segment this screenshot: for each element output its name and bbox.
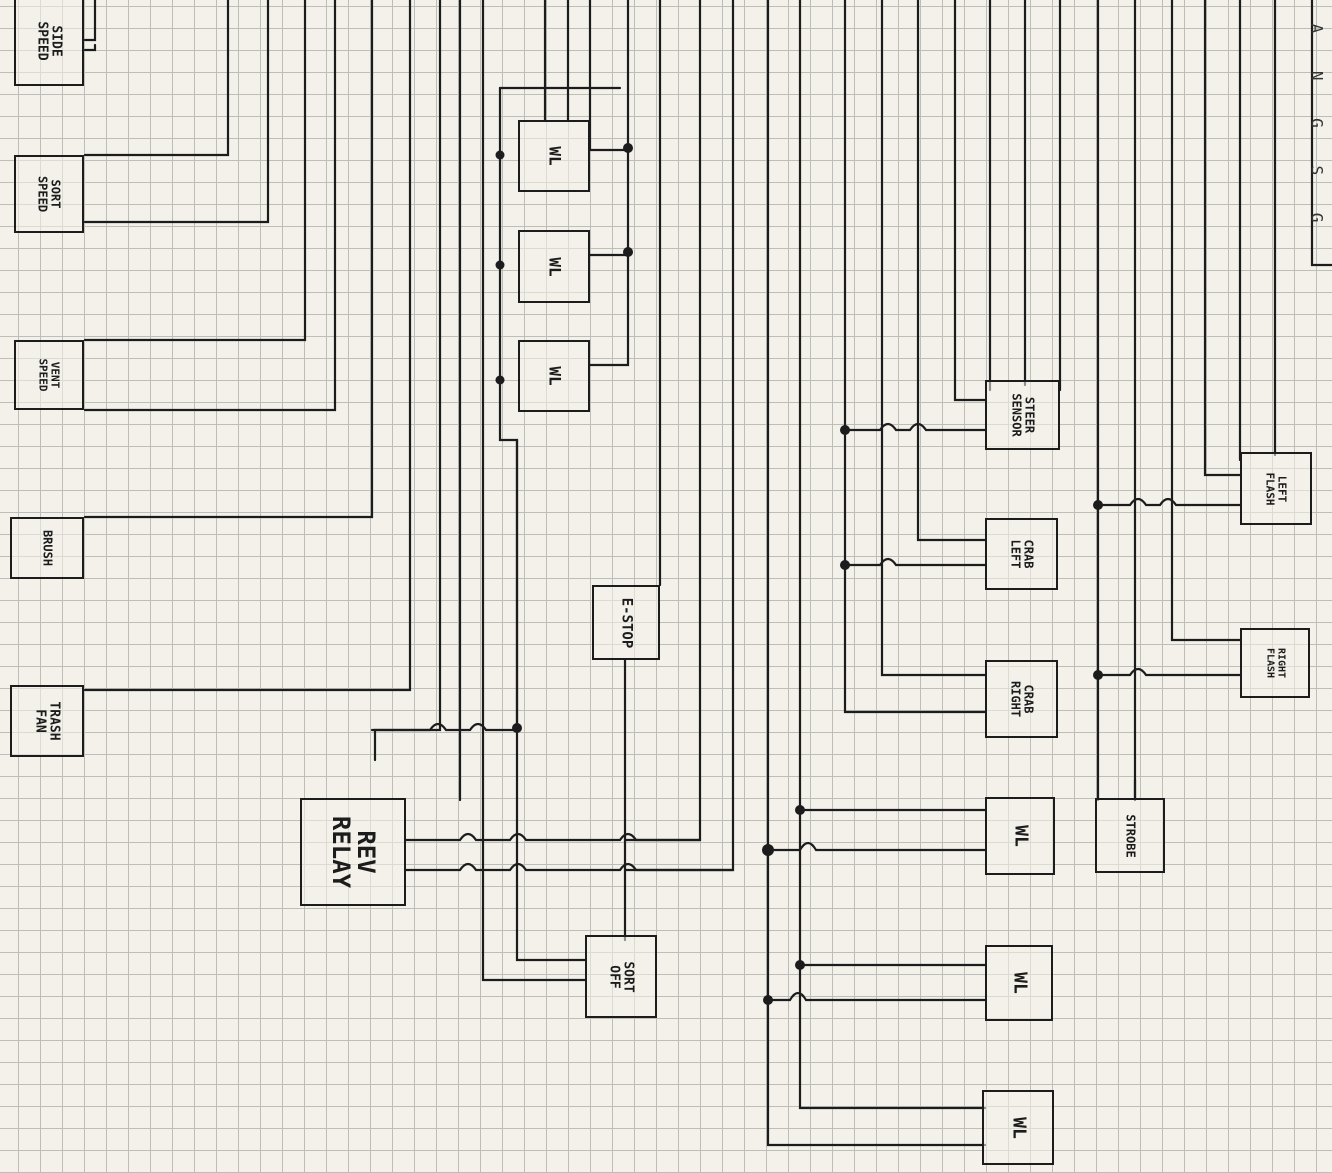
wl-bottom-2-label: WL (1009, 972, 1031, 994)
wl-bottom-1-box: WL (985, 797, 1055, 875)
crab-left-label: CRAB LEFT (1008, 539, 1036, 569)
corner-marks: A N G S G (1302, 0, 1332, 260)
steer-sensor-label: STEER SENSOR (1009, 393, 1037, 437)
sort-speed-label: SORT SPEED (36, 175, 63, 213)
wl-top-3-label: WL (545, 366, 565, 386)
vent-speed-label: VENT SPEED (37, 358, 62, 392)
side-speed-box: SIDE SPEED (14, 0, 84, 86)
e-stop-label: E-STOP (618, 597, 635, 648)
wl-top-1-label: WL (545, 146, 565, 166)
left-flash-box: LEFT FLASH (1240, 452, 1312, 525)
wl-top-2-label: WL (545, 256, 565, 277)
sort-speed-box: SORT SPEED (14, 155, 84, 233)
trash-fan-box: TRASH FAN (10, 685, 84, 757)
wl-bottom-2-box: WL (985, 945, 1053, 1021)
corner-marks-text: A N G S G (1307, 23, 1327, 237)
sort-off-box: SORT OFF (585, 935, 657, 1018)
rev-relay-label: REV RELAY (327, 815, 381, 889)
wl-top-2-box: WL (518, 230, 590, 303)
wl-bottom-1-label: WL (1010, 825, 1032, 847)
steer-sensor-box: STEER SENSOR (985, 380, 1060, 450)
trash-fan-label: TRASH FAN (33, 701, 62, 741)
brush-box: BRUSH (10, 517, 84, 579)
right-flash-box: RIGHT FLASH (1240, 628, 1310, 698)
right-flash-label: RIGHT FLASH (1265, 647, 1287, 679)
e-stop-box: E-STOP (592, 585, 660, 660)
left-flash-label: LEFT FLASH (1264, 471, 1289, 506)
strobe-label: STROBE (1123, 813, 1138, 858)
side-speed-label: SIDE SPEED (35, 21, 64, 61)
wl-top-3-box: WL (518, 340, 590, 412)
sort-off-label: SORT OFF (607, 960, 636, 993)
crab-right-label: CRAB RIGHT (1008, 680, 1036, 718)
wl-bottom-3-label: WL (1008, 1116, 1030, 1139)
rev-relay-box: REV RELAY (300, 798, 406, 906)
brush-label: BRUSH (40, 529, 55, 567)
crab-left-box: CRAB LEFT (985, 518, 1058, 590)
vent-speed-box: VENT SPEED (14, 340, 84, 410)
wl-top-1-box: WL (518, 120, 590, 192)
wl-bottom-3-box: WL (982, 1090, 1054, 1165)
crab-right-box: CRAB RIGHT (985, 660, 1058, 738)
strobe-box: STROBE (1095, 798, 1165, 873)
